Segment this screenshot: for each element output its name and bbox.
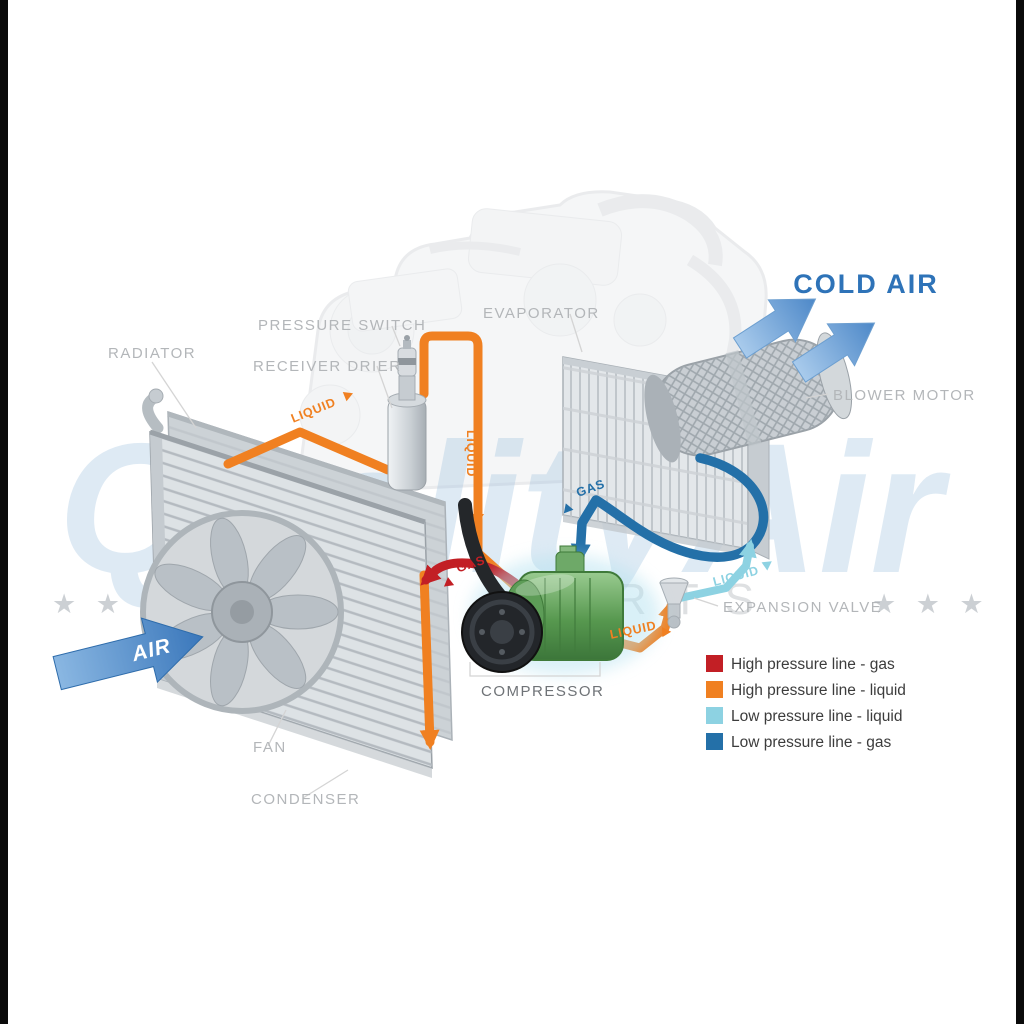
- air-flow-arrow: AIR: [52, 617, 204, 691]
- pressure-switch-illustration: [397, 335, 417, 377]
- component-labels: RADIATOR PRESSURE SWITCH RECEIVER DRIER …: [108, 305, 976, 808]
- legend-label-high-pressure-gas: High pressure line - gas: [731, 656, 895, 673]
- cold-air-flow: COLD AIR: [732, 269, 939, 383]
- blower-motor-label: BLOWER MOTOR: [833, 387, 976, 404]
- pipe-high-pressure-liquid-condenser-to-drier: [223, 427, 393, 475]
- compressor-label: COMPRESSOR: [481, 683, 604, 700]
- legend-item-low-pressure-liquid: Low pressure line - liquid: [706, 707, 902, 725]
- legend-label-low-pressure-liquid: Low pressure line - liquid: [731, 708, 902, 725]
- legend-item-high-pressure-gas: High pressure line - gas: [706, 655, 895, 673]
- label-leader-lines: [151, 313, 829, 799]
- evaporator-label: EVAPORATOR: [483, 305, 600, 322]
- receiver-drier-label: RECEIVER DRIER: [253, 358, 402, 375]
- legend-label-low-pressure-gas: Low pressure line - gas: [731, 734, 891, 751]
- legend-swatch-high-pressure-liquid: [706, 681, 723, 698]
- pipe-high-pressure-liquid-drier-to-valve: [419, 331, 678, 653]
- watermark-stars-right: ★ ★ ★: [872, 589, 990, 619]
- cold-air-arrow-1: [732, 298, 817, 359]
- orange-down-arrowhead: [472, 514, 484, 524]
- legend-swatch-low-pressure-liquid: [706, 707, 723, 724]
- fan-label: FAN: [253, 739, 287, 756]
- legend-label-high-pressure-liquid: High pressure line - liquid: [731, 682, 906, 699]
- blower-motor-illustration: [644, 332, 853, 463]
- legend: High pressure line - gas High pressure l…: [706, 655, 906, 751]
- cold-air-label: COLD AIR: [793, 269, 939, 299]
- right-letterbox-bar: [1016, 0, 1024, 1024]
- expansion-valve-illustration: [659, 577, 689, 629]
- compressor-belt: [458, 498, 507, 603]
- fan-illustration: [140, 510, 344, 714]
- refrigerant-pipes: [223, 331, 769, 750]
- radiator-label: RADIATOR: [108, 345, 196, 362]
- legend-swatch-high-pressure-gas: [706, 655, 723, 672]
- expansion-valve-label: EXPANSION VALVE: [723, 599, 882, 616]
- left-letterbox-bar: [0, 0, 8, 1024]
- pipe-high-pressure-liquid-condenser-edge: [419, 570, 440, 750]
- pressure-switch-label: PRESSURE SWITCH: [258, 317, 426, 334]
- receiver-drier-illustration: [387, 335, 427, 491]
- flow-label-liquid-drier-down: LIQUID: [464, 430, 478, 477]
- legend-swatch-low-pressure-gas: [706, 733, 723, 750]
- pipe-low-pressure-liquid-valve-to-evap: [676, 538, 757, 602]
- legend-item-low-pressure-gas: Low pressure line - gas: [706, 733, 891, 751]
- compressor-illustration: [458, 498, 660, 675]
- pipe-low-pressure-gas-evap-to-compressor: [570, 453, 769, 564]
- cold-air-arrow-2: [791, 322, 876, 383]
- legend-item-high-pressure-liquid: High pressure line - liquid: [706, 681, 906, 699]
- condenser-label: CONDENSER: [251, 791, 360, 808]
